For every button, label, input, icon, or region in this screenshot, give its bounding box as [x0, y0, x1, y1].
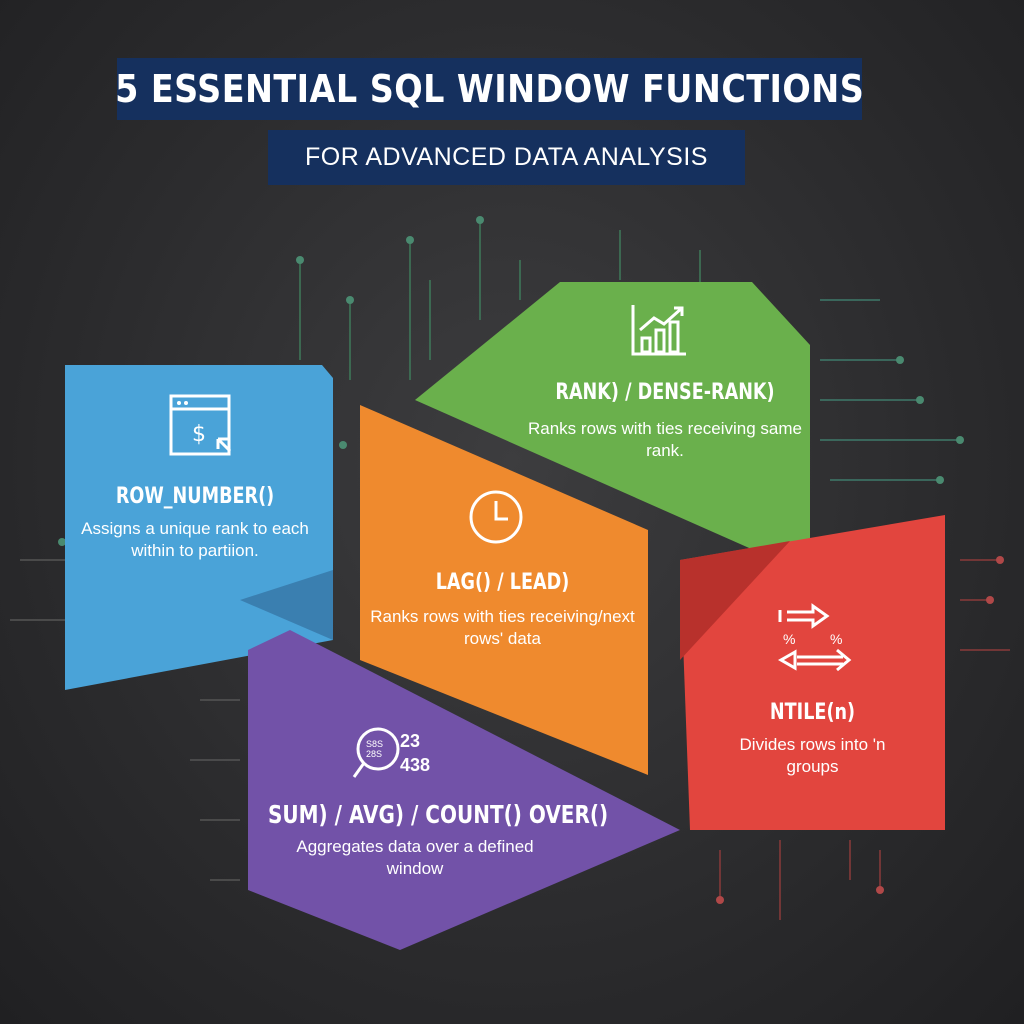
page-subtitle: FOR ADVANCED DATA ANALYSIS: [305, 143, 708, 171]
card-desc-row-number: Assigns a unique rank to each within to …: [81, 519, 309, 560]
card-desc-aggregate: Aggregates data over a defined window: [296, 837, 534, 878]
number-top: 23: [400, 731, 420, 751]
title-banner: 5 ESSENTIAL SQL WINDOW FUNCTIONS: [114, 58, 865, 120]
card-title-row-number: ROW_NUMBER(): [115, 484, 275, 509]
number-bottom: 438: [400, 755, 430, 775]
bar-chart-trend-icon: [631, 305, 686, 356]
magnifier-numbers-icon: S8S 28S 23 438: [352, 727, 430, 778]
lens-text-bottom: 28S: [366, 749, 382, 759]
subtitle-banner: FOR ADVANCED DATA ANALYSIS: [268, 130, 745, 185]
svg-text:$: $: [192, 422, 206, 447]
card-desc-rank: Ranks rows with ties receiving same rank…: [528, 419, 802, 460]
card-desc-ntile: Divides rows into 'n groups: [739, 735, 886, 776]
circuit-lines: [10, 220, 1010, 920]
card-shape-ntile: [680, 515, 945, 830]
card-shape-lag-lead: [360, 405, 648, 775]
card-shape-rank: [415, 282, 810, 575]
circuit-dots: [58, 216, 964, 546]
card-title-rank: RANK) / DENSE-RANK): [555, 380, 775, 405]
card-title-lag-lead: LAG() / LEAD): [435, 570, 570, 595]
card-title-aggregate: SUM) / AVG) / COUNT() OVER(): [268, 800, 609, 829]
browser-dollar-cursor-icon: $: [169, 394, 232, 456]
arrows-percent-icon: % %: [777, 603, 852, 672]
page-title: 5 ESSENTIAL SQL WINDOW FUNCTIONS: [114, 67, 865, 111]
card-shape-aggregate: [248, 630, 680, 950]
card-title-ntile: NTILE(n): [769, 700, 856, 725]
lens-text-top: S8S: [366, 739, 383, 749]
clock-icon: [469, 490, 523, 544]
percent-left: %: [783, 631, 795, 647]
card-desc-lag-lead: Ranks rows with ties receiving/next rows…: [370, 607, 635, 648]
percent-right: %: [830, 631, 842, 647]
